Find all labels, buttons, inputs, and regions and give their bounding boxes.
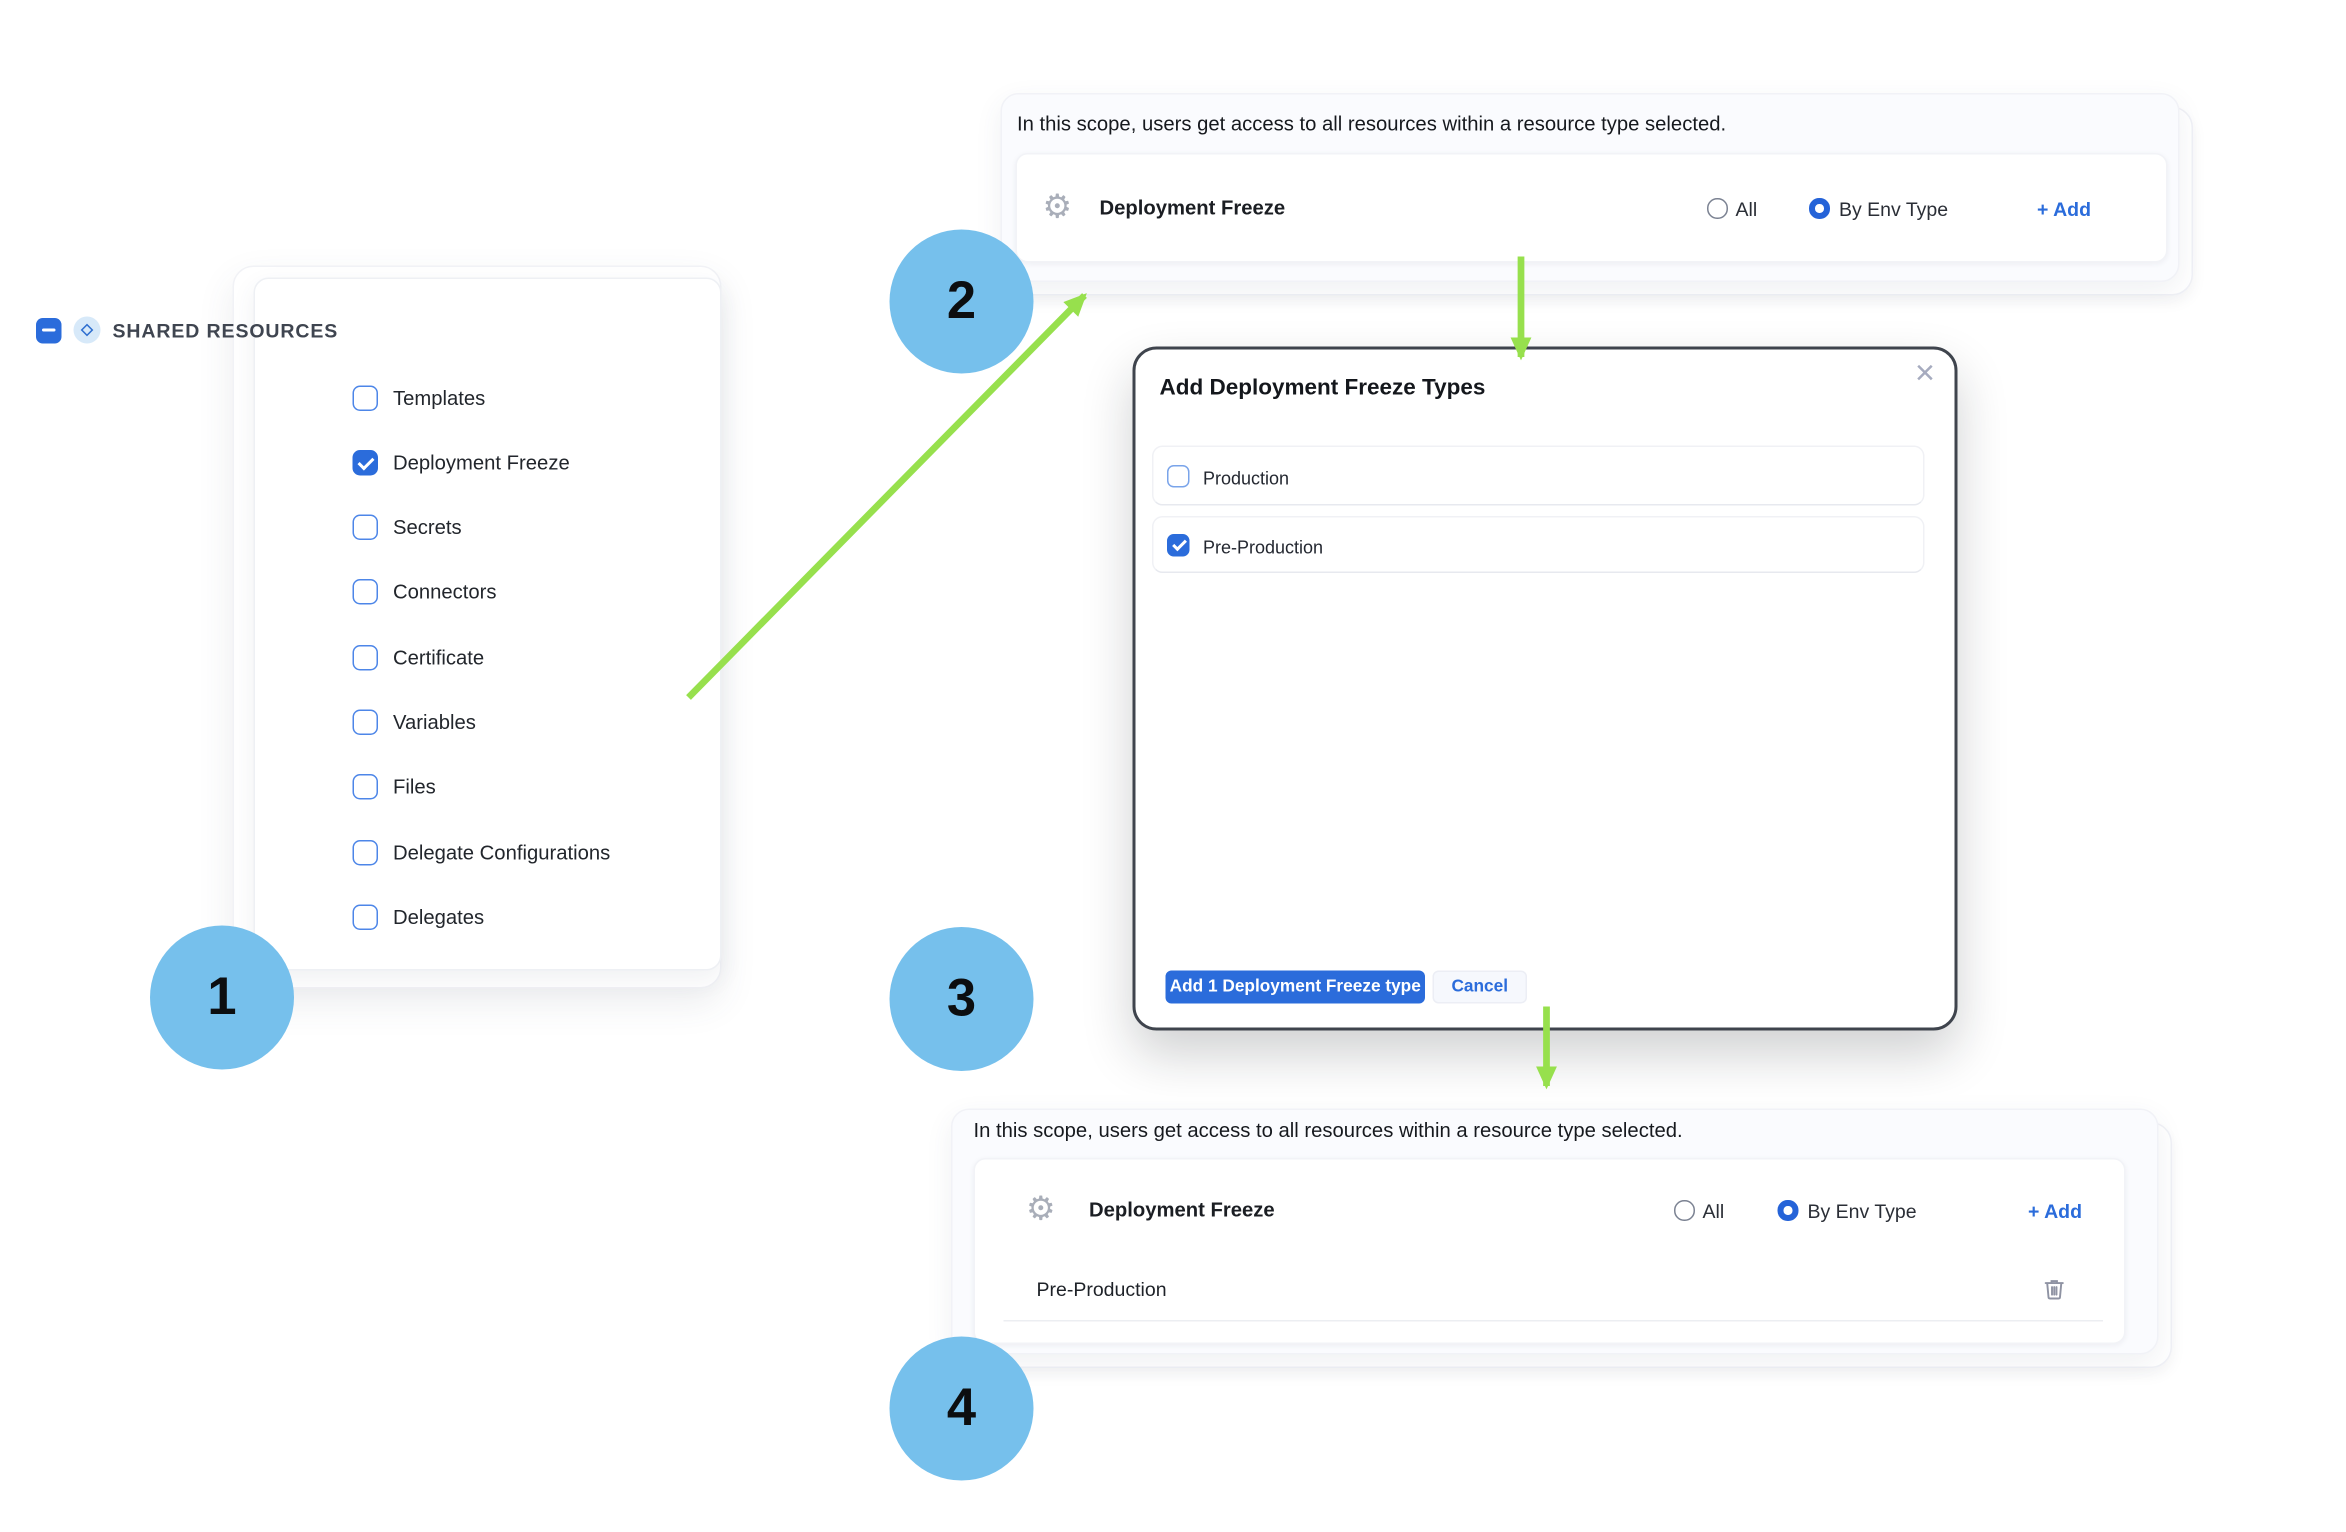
arrow-step1-to-step2 bbox=[686, 293, 1087, 700]
step-badge-3: 3 bbox=[889, 927, 1034, 1071]
checkbox[interactable] bbox=[352, 774, 378, 800]
resource-tree-list: Templates Deployment Freeze Secrets Conn… bbox=[352, 384, 611, 930]
collapse-minus-button[interactable] bbox=[36, 317, 62, 343]
radio-by-env-type-label[interactable]: By Env Type bbox=[1807, 1199, 1917, 1222]
checkbox[interactable] bbox=[352, 709, 378, 735]
modal-option-row[interactable]: Pre-Production bbox=[1152, 516, 1925, 573]
list-item[interactable]: Certificate bbox=[352, 644, 611, 671]
resource-tree-title: SHARED RESOURCES bbox=[112, 318, 339, 342]
resource-type-row: ⚙ Deployment Freeze All By Env Type + Ad… bbox=[1015, 153, 2168, 263]
list-item[interactable]: Delegate Configurations bbox=[352, 839, 611, 865]
checkbox-checked[interactable] bbox=[352, 449, 378, 476]
step-number: 3 bbox=[946, 969, 977, 1028]
modal-option-row[interactable]: Production bbox=[1152, 445, 1925, 506]
list-item-label: Files bbox=[393, 775, 436, 799]
checkbox[interactable] bbox=[352, 384, 378, 411]
modal-option-label: Production bbox=[1203, 467, 1290, 489]
list-item[interactable]: Templates bbox=[352, 384, 611, 411]
checkbox[interactable] bbox=[352, 644, 378, 671]
radio-all[interactable] bbox=[1707, 198, 1728, 219]
list-item-label: Deployment Freeze bbox=[393, 451, 570, 474]
add-button[interactable]: + Add bbox=[2037, 197, 2091, 220]
list-item[interactable]: Delegates bbox=[352, 904, 611, 930]
list-item-label: Templates bbox=[393, 386, 486, 409]
resource-type-card: ⚙ Deployment Freeze All By Env Type + Ad… bbox=[973, 1158, 2126, 1344]
step-number: 2 bbox=[946, 271, 977, 331]
list-item-label: Secrets bbox=[393, 516, 462, 539]
list-item[interactable]: Files bbox=[352, 774, 611, 800]
radio-by-env-type[interactable] bbox=[1777, 1200, 1798, 1221]
trash-icon[interactable] bbox=[2042, 1277, 2068, 1303]
checkbox[interactable] bbox=[352, 514, 378, 541]
list-item-label: Delegates bbox=[393, 905, 485, 929]
list-item[interactable]: Secrets bbox=[352, 514, 611, 541]
add-deployment-freeze-types-modal: Add Deployment Freeze Types × Production… bbox=[1132, 346, 1958, 1031]
radio-all-label[interactable]: All bbox=[1735, 197, 1758, 220]
row-divider bbox=[1003, 1320, 2103, 1322]
gear-icon: ⚙ bbox=[1042, 187, 1073, 225]
step-number: 1 bbox=[207, 967, 237, 1027]
env-type-entry: Pre-Production bbox=[1036, 1278, 1167, 1301]
resource-type-name: Deployment Freeze bbox=[1089, 1198, 1275, 1222]
add-deployment-freeze-type-button[interactable]: Add 1 Deployment Freeze type bbox=[1165, 970, 1425, 1003]
add-button[interactable]: + Add bbox=[2028, 1199, 2082, 1222]
step-badge-4: 4 bbox=[889, 1336, 1034, 1481]
scope-panel-bottom: In this scope, users get access to all r… bbox=[951, 1108, 2172, 1368]
scope-panel-top: In this scope, users get access to all r… bbox=[1000, 93, 2193, 296]
scope-description: In this scope, users get access to all r… bbox=[1017, 112, 1727, 136]
list-item-label: Connectors bbox=[393, 581, 497, 604]
list-item-label: Variables bbox=[393, 710, 476, 734]
resource-type-name: Deployment Freeze bbox=[1099, 196, 1286, 220]
resource-tree-panel bbox=[253, 277, 722, 971]
list-item[interactable]: Deployment Freeze bbox=[352, 449, 611, 476]
radio-all[interactable] bbox=[1674, 1200, 1695, 1221]
scope-description: In this scope, users get access to all r… bbox=[973, 1119, 1683, 1142]
step-badge-2: 2 bbox=[889, 229, 1034, 374]
list-item[interactable]: Variables bbox=[352, 709, 611, 735]
checkbox[interactable] bbox=[352, 839, 378, 865]
gear-icon: ⚙ bbox=[1026, 1189, 1056, 1227]
list-item-label: Delegate Configurations bbox=[393, 840, 611, 864]
close-icon[interactable]: × bbox=[1914, 352, 1935, 392]
checkbox[interactable] bbox=[352, 579, 378, 606]
radio-by-env-type-label[interactable]: By Env Type bbox=[1839, 197, 1949, 220]
radio-by-env-type[interactable] bbox=[1809, 198, 1830, 219]
shared-resources-icon bbox=[73, 316, 101, 344]
checkbox-checked[interactable] bbox=[1167, 534, 1190, 557]
cancel-button[interactable]: Cancel bbox=[1432, 970, 1527, 1003]
step-badge-1: 1 bbox=[150, 925, 294, 1070]
resource-tree-header: SHARED RESOURCES bbox=[36, 316, 339, 344]
checkbox[interactable] bbox=[352, 904, 378, 930]
list-item[interactable]: Connectors bbox=[352, 579, 611, 606]
modal-title: Add Deployment Freeze Types bbox=[1159, 375, 1486, 401]
modal-option-label: Pre-Production bbox=[1203, 536, 1324, 558]
list-item-label: Certificate bbox=[393, 646, 485, 669]
radio-all-label[interactable]: All bbox=[1702, 1199, 1725, 1222]
checkbox[interactable] bbox=[1167, 465, 1190, 488]
step-number: 4 bbox=[946, 1378, 977, 1438]
